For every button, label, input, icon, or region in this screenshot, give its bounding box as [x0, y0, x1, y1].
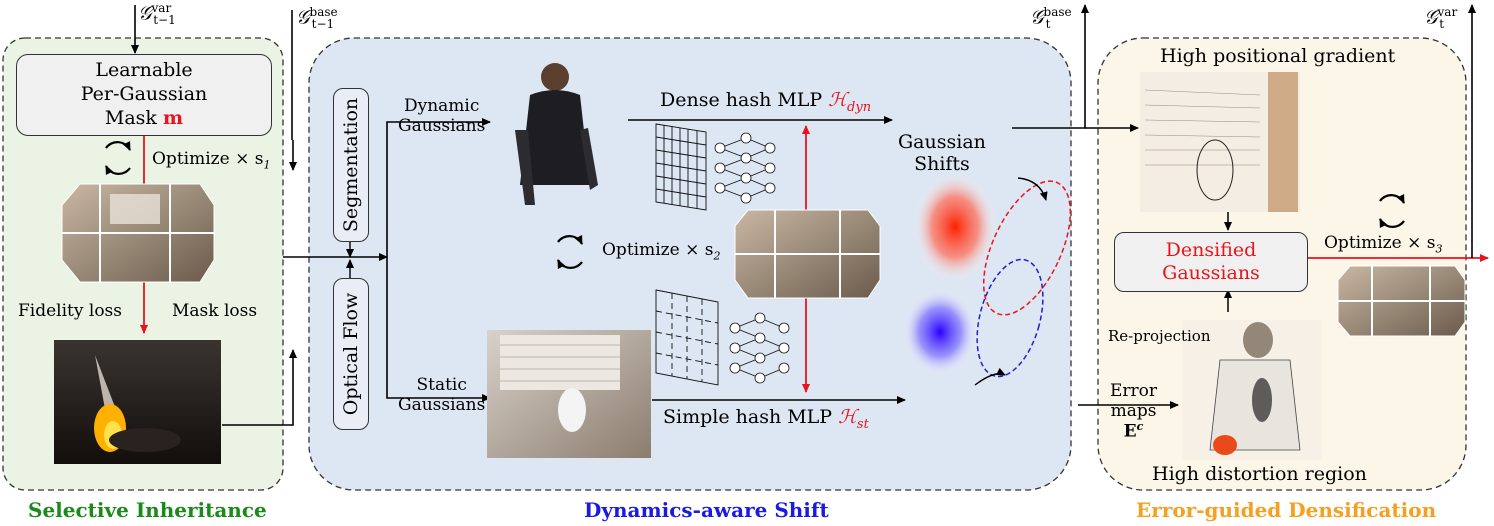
right-panel-title: Error-guided Densification	[1136, 498, 1437, 522]
simple-mlp-network	[729, 312, 790, 384]
dynamic-gaussians-label: Dynamic Gaussians	[398, 96, 486, 136]
middle-optimize-label: Optimize × s2	[602, 240, 721, 263]
g-var-prev-label: 𝒢vart−1	[138, 1, 176, 28]
g-var-t-label: 𝒢vart	[1424, 5, 1458, 32]
error-maps-label: Error maps Ec	[1110, 381, 1158, 442]
mask-box-line1: Learnable	[95, 59, 193, 82]
mask-box-line3: Mask	[104, 106, 157, 129]
fidelity-loss-label: Fidelity loss	[18, 301, 123, 321]
reprojection-label: Re-projection	[1108, 327, 1211, 345]
segmentation-label: Segmentation	[340, 97, 362, 233]
optical-flow-box: Optical Flow	[333, 278, 369, 430]
blue-shift-ellipse	[976, 258, 1044, 378]
left-optimize-label: Optimize × s1	[152, 149, 271, 172]
optical-flow-label: Optical Flow	[340, 292, 362, 416]
gaussian-shifts-label: Gaussian Shifts	[898, 131, 986, 175]
mask-box-line2: Per-Gaussian	[80, 83, 208, 106]
high-distortion-label: High distortion region	[1152, 463, 1367, 485]
segmentation-box: Segmentation	[333, 88, 369, 242]
middle-panel-title: Dynamics-aware Shift	[584, 498, 829, 522]
g-base-prev-label: 𝒢baset−1	[296, 5, 338, 32]
simple-hash-grid	[655, 289, 719, 386]
right-optimize-label: Optimize × s3	[1324, 233, 1443, 256]
simple-mlp-label: Simple hash MLP ℋst	[663, 406, 869, 432]
dynamic-person-image	[515, 63, 598, 205]
blue-gaussian	[902, 288, 978, 376]
cycle-icon-middle	[557, 235, 583, 269]
mask-box: Learnable Per-Gaussian Mask m	[16, 54, 272, 136]
dense-hash-grid	[655, 123, 707, 211]
g-base-t-label: 𝒢baset	[1030, 5, 1072, 32]
red-gaussian	[913, 172, 997, 282]
red-shift-ellipse	[982, 180, 1072, 316]
cycle-icon-right	[1379, 194, 1405, 228]
densified-box: Densified Gaussians	[1114, 232, 1308, 292]
high-gradient-label: High positional gradient	[1160, 45, 1396, 67]
dense-mlp-label: Dense hash MLP ℋdyn	[660, 89, 872, 115]
mask-loss-label: Mask loss	[172, 301, 258, 321]
static-gaussians-label: Static Gaussians	[398, 375, 486, 415]
cycle-icon-left	[105, 141, 131, 175]
left-panel-title: Selective Inheritance	[28, 498, 267, 522]
dense-mlp-network	[714, 132, 776, 204]
mask-symbol: m	[162, 106, 184, 129]
